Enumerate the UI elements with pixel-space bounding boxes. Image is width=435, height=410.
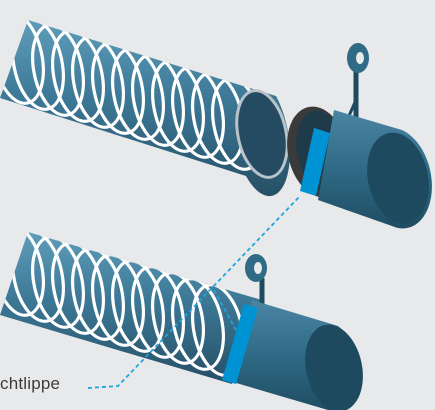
- top-hanger-eye-icon: [346, 43, 369, 119]
- bottom-sealing-lip: [222, 304, 258, 384]
- top-connector-face: [367, 132, 429, 224]
- top-hose: [0, 20, 290, 197]
- top-connector: [287, 43, 432, 229]
- top-sealing-lip: [300, 128, 330, 196]
- bottom-hanger-eye-icon: [245, 254, 267, 304]
- callout-leader-line: [87, 195, 301, 389]
- callout-label-sealing-lip: chtlippe: [0, 374, 61, 393]
- bottom-hose: [0, 232, 262, 384]
- bottom-connector-face: [305, 324, 363, 410]
- top-hose-opening: [235, 89, 289, 179]
- bottom-connector: [222, 254, 363, 410]
